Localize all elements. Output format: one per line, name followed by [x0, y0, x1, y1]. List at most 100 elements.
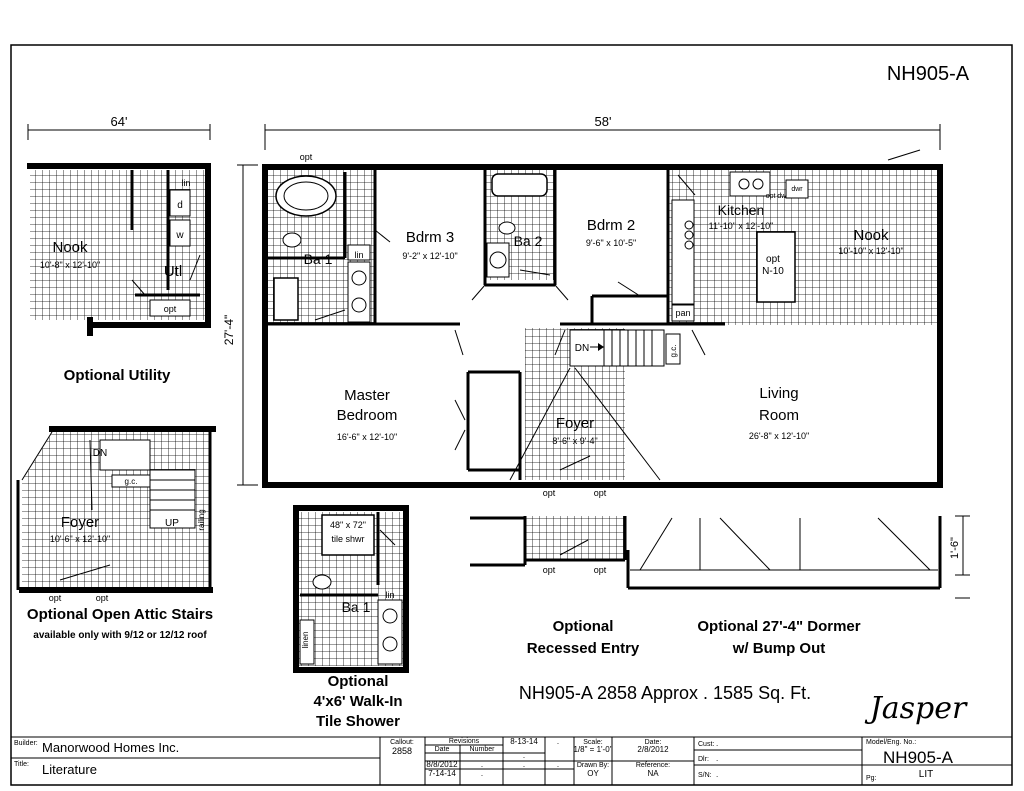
opt-dishwasher-label: opt dw — [766, 193, 788, 200]
callout-value: 2858 — [392, 746, 412, 756]
page-label: Pg: — [866, 775, 877, 782]
optional-recessed-entry-plan: opt opt Optional Recessed Entry — [470, 516, 640, 657]
walkin-title-line3: Tile Shower — [316, 713, 400, 730]
revision-date-1: 8/8/2012 — [426, 760, 458, 769]
room-ba2-label: Ba 2 — [514, 233, 543, 249]
date-label: Date: — [645, 739, 662, 746]
customer-dot: . — [716, 739, 718, 748]
opt-label: opt — [300, 152, 313, 162]
sheet-border — [10, 44, 1013, 786]
optional-utility-plan: 64' Nook 10'-8" x 12'-10" Utl lin d w op… — [27, 114, 211, 384]
room-bdrm3-label: Bdrm 3 — [406, 229, 454, 246]
shower-linen-label: lin — [385, 590, 394, 600]
main-floor-plan: 58' 27'-4" — [222, 114, 943, 498]
reference-label: Reference: — [636, 762, 670, 769]
dormer-bumpout-dimension: 1'-6" — [949, 537, 961, 559]
room-living-size: 26'-8" x 12'-10" — [749, 431, 809, 441]
railing-label: railing — [197, 509, 206, 530]
optional-attic-title: Optional Open Attic Stairs — [27, 606, 213, 623]
plan-summary: NH905-A 2858 Approx . 1585 Sq. Ft. — [519, 683, 811, 703]
optional-attic-subtitle: available only with 9/12 or 12/12 roof — [33, 630, 207, 641]
drawn-by-label: Drawn By: — [577, 762, 609, 769]
room-master-line1: Master — [344, 387, 390, 404]
model-number-value: NH905-A — [883, 748, 954, 767]
revision-dot-5: . — [557, 737, 559, 746]
opt-window-left: opt — [543, 488, 556, 498]
callout-label: Callout: — [390, 739, 414, 746]
customer-label: Cust: — [698, 741, 714, 748]
brand-logo-text: Jasper — [864, 691, 968, 726]
dormer-title-line1: Optional 27'-4" Dormer — [697, 618, 860, 635]
attic-stairs-down: DN — [93, 448, 107, 459]
utility-linen-label: lin — [181, 178, 190, 188]
tile-shower-label: tile shwr — [331, 534, 364, 544]
stairs-down-label: DN — [575, 343, 589, 354]
drawn-by-value: OY — [587, 769, 599, 778]
shower-ba1-label: Ba 1 — [342, 599, 371, 615]
room-foyer-label: Foyer — [556, 415, 594, 432]
attic-opt-left: opt — [49, 593, 62, 603]
opt-window-right: opt — [594, 488, 607, 498]
dealer-dot: . — [716, 754, 718, 763]
main-depth-dimension: 27'-4" — [222, 315, 236, 346]
room-ba1-label: Ba 1 — [304, 251, 333, 267]
serial-number-dot: . — [716, 770, 718, 779]
attic-stairs-up: UP — [165, 518, 179, 529]
revision-extra-date: 8-13-14 — [510, 737, 538, 746]
walkin-title-line2: 4'x6' Walk-In — [313, 693, 402, 710]
room-bdrm2-label: Bdrm 2 — [587, 217, 635, 234]
revisions-label: Revisions — [449, 738, 480, 745]
revision-dot-6: . — [557, 760, 559, 769]
utility-opt-label: opt — [164, 304, 177, 314]
room-nook-size: 10'-10" x 12'-10" — [838, 246, 903, 256]
recessed-opt-right: opt — [594, 565, 607, 575]
main-width-dimension: 58' — [595, 114, 612, 129]
room-bdrm2-size: 9'-6" x 10'-5" — [586, 238, 636, 248]
title-label: Title: — [14, 761, 29, 768]
builder-label: Builder: — [14, 740, 38, 747]
room-foyer-size: 8'-6" x 9'-4" — [552, 436, 597, 446]
dealer-label: Dlr: — [698, 756, 709, 763]
linen-closet-label: linen — [301, 632, 310, 649]
dormer-title-line2: w/ Bump Out — [732, 640, 826, 657]
model-number-label: Model/Eng. No.: — [866, 739, 916, 746]
revision-dot-2: . — [481, 769, 483, 778]
room-kitchen-label: Kitchen — [718, 202, 765, 218]
attic-foyer-label: Foyer — [61, 514, 99, 531]
model-code-header: NH905-A — [887, 63, 970, 85]
optional-dormer-plan: 1'-6" Optional 27'-4" Dormer w/ Bump Out — [626, 515, 970, 657]
reference-value: NA — [647, 769, 659, 778]
room-living-line2: Room — [759, 407, 799, 424]
room-master-size: 16'-6" x 12'-10" — [337, 432, 397, 442]
gc-label: g.c. — [669, 345, 678, 358]
recessed-title-line1: Optional — [553, 618, 614, 635]
revision-date-header: Date — [435, 746, 450, 753]
recessed-title-line2: Recessed Entry — [527, 640, 640, 657]
island-code-label: N-10 — [762, 266, 784, 277]
optional-walkin-shower-plan: 48" x 72" tile shwr Ba 1 lin linen Optio… — [293, 505, 409, 730]
island-opt-label: opt — [766, 254, 780, 265]
pantry-label: pan — [675, 308, 690, 318]
revision-dot-3: . — [523, 751, 525, 760]
room-living-line1: Living — [759, 385, 798, 402]
scale-label: Scale: — [583, 739, 603, 746]
linen-label: lin — [354, 250, 363, 260]
attic-opt-right: opt — [96, 593, 109, 603]
date-value: 2/8/2012 — [637, 745, 669, 754]
attic-gc-label: g.c. — [125, 477, 138, 486]
washer-label: w — [175, 230, 184, 241]
dwr-label: dwr — [791, 186, 803, 193]
title-value: Literature — [42, 762, 97, 777]
optional-utility-title: Optional Utility — [64, 367, 171, 384]
recessed-opt-left: opt — [543, 565, 556, 575]
dryer-label: d — [177, 200, 183, 211]
revision-date-2: 7-14-14 — [428, 769, 456, 778]
room-kitchen-size: 11'-10" x 12'-10" — [709, 221, 774, 231]
utility-dimension: 64' — [111, 114, 128, 129]
page-value: LIT — [919, 769, 933, 780]
optional-attic-stairs-plan: DN UP g.c. railing Foyer 10'-6" x 12'-10… — [16, 426, 216, 641]
attic-foyer-size: 10'-6" x 12'-10" — [50, 534, 110, 544]
revision-number-header: Number — [470, 746, 496, 753]
scale-value: 1/8" = 1'-0" — [573, 745, 612, 754]
